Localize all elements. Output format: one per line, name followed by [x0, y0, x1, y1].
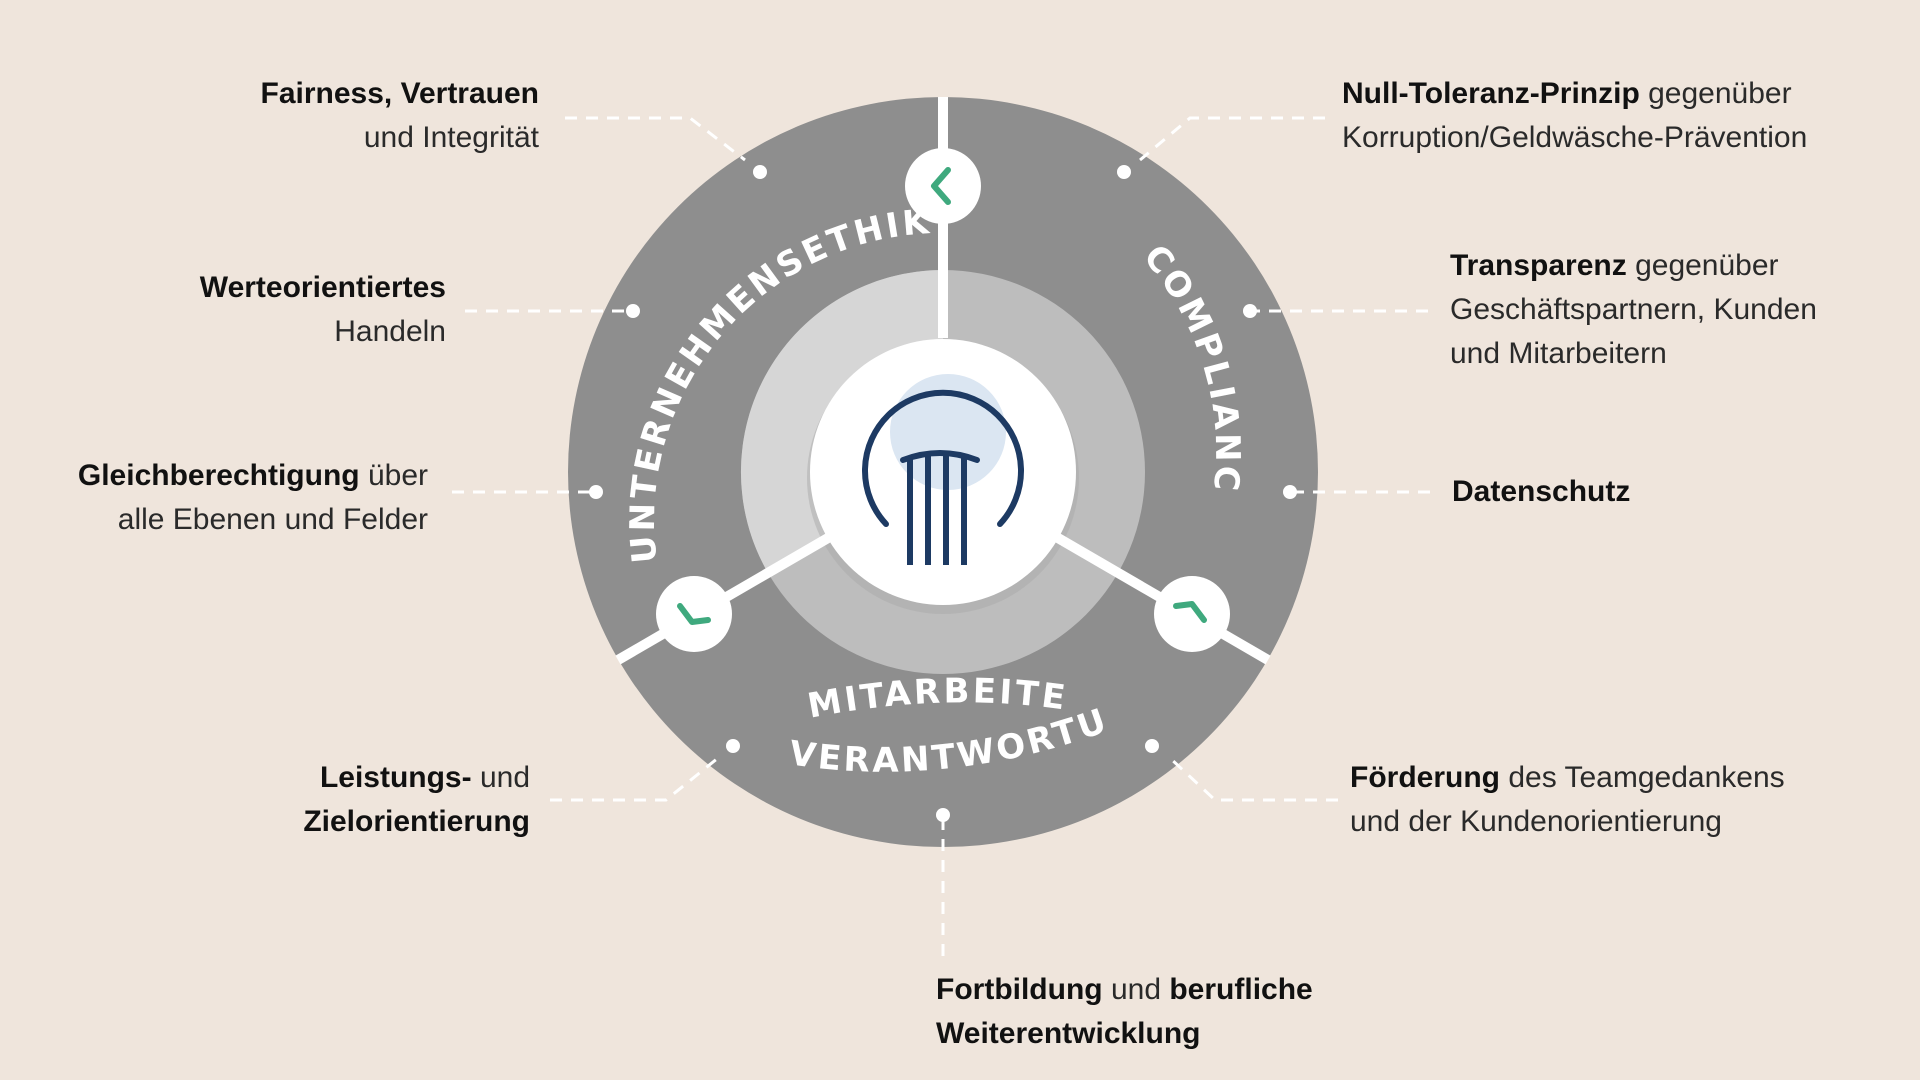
label-gleich-text2: alle Ebenen und Felder — [117, 503, 428, 536]
label-foerderung-bold: Förderung — [1350, 761, 1500, 794]
label-foerderung: Förderung des Teamgedankens und der Kund… — [1350, 756, 1785, 844]
label-transparenz-text2: Geschäftspartnern, Kunden — [1450, 293, 1817, 326]
column-icon — [862, 374, 1024, 565]
chevron-node-left[interactable] — [656, 576, 732, 652]
dot-fairness — [753, 165, 767, 179]
label-transparenz-bold: Transparenz — [1450, 249, 1627, 282]
label-datenschutz-bold: Datenschutz — [1452, 475, 1631, 508]
chevron-up-icon — [1173, 601, 1207, 623]
leader-fairness — [565, 116, 746, 162]
label-leistung: Leistungs- und Zielorientierung — [303, 756, 530, 844]
label-gleich-bold: Gleichberechtigung — [77, 459, 360, 492]
label-null-text1: gegenüber — [1639, 77, 1792, 110]
label-fairness-bold: Fairness, Vertrauen — [260, 77, 539, 110]
label-fairness: Fairness, Vertrauen und Integrität — [261, 72, 539, 160]
label-fortbildung: Fortbildung und berufliche Weiterentwick… — [936, 968, 1313, 1056]
dot-transparenz — [1243, 304, 1257, 318]
chevron-left-icon — [931, 167, 951, 205]
label-foerderung-text1: des Teamgedankens — [1500, 761, 1785, 794]
label-null-toleranz: Null-Toleranz-Prinzip gegenüber Korrupti… — [1342, 72, 1807, 160]
label-datenschutz: Datenschutz — [1452, 470, 1630, 514]
label-gleich: Gleichberechtigung über alle Ebenen und … — [78, 454, 428, 542]
dot-werte — [626, 304, 640, 318]
label-foerderung-text2: und der Kundenorientierung — [1350, 805, 1722, 838]
dot-fortbildung — [936, 808, 950, 822]
label-leistung-bold2: Zielorientierung — [303, 805, 530, 838]
label-transparenz-text3: und Mitarbeitern — [1450, 337, 1667, 370]
label-werte: Werteorientiertes Handeln — [200, 266, 446, 354]
leader-leistung — [550, 756, 719, 802]
dot-gleich — [589, 485, 603, 499]
label-transparenz: Transparenz gegenüber Geschäftspartnern,… — [1450, 244, 1817, 376]
leader-foerderung — [1168, 756, 1338, 802]
dot-datenschutz — [1283, 485, 1297, 499]
leader-dots — [589, 165, 1297, 822]
label-werte-bold: Werteorientiertes — [199, 271, 446, 304]
leader-null — [1139, 116, 1325, 162]
label-fortbildung-text: und — [1102, 973, 1170, 1006]
label-fortbildung-bold1: Fortbildung — [936, 973, 1103, 1006]
chevron-node-top[interactable] — [905, 148, 981, 224]
dot-leistung — [726, 739, 740, 753]
label-leistung-text: und — [471, 761, 530, 794]
dot-foerderung — [1145, 739, 1159, 753]
label-gleich-text1: über — [359, 459, 428, 492]
label-null-bold: Null-Toleranz-Prinzip — [1342, 77, 1640, 110]
label-fortbildung-bold1b: berufliche — [1169, 973, 1313, 1006]
label-transparenz-text1: gegenüber — [1626, 249, 1779, 282]
label-fortbildung-bold2: Weiterentwicklung — [936, 1017, 1201, 1050]
label-leistung-bold1: Leistungs- — [319, 761, 472, 794]
leader-lines — [452, 116, 1430, 960]
chevron-node-right[interactable] — [1154, 576, 1230, 652]
label-fairness-text: und Integrität — [363, 121, 539, 154]
label-werte-text: Handeln — [334, 315, 446, 348]
chevron-down-icon — [677, 603, 711, 625]
dot-null — [1117, 165, 1131, 179]
label-null-text2: Korruption/Geldwäsche-Prävention — [1342, 121, 1808, 154]
